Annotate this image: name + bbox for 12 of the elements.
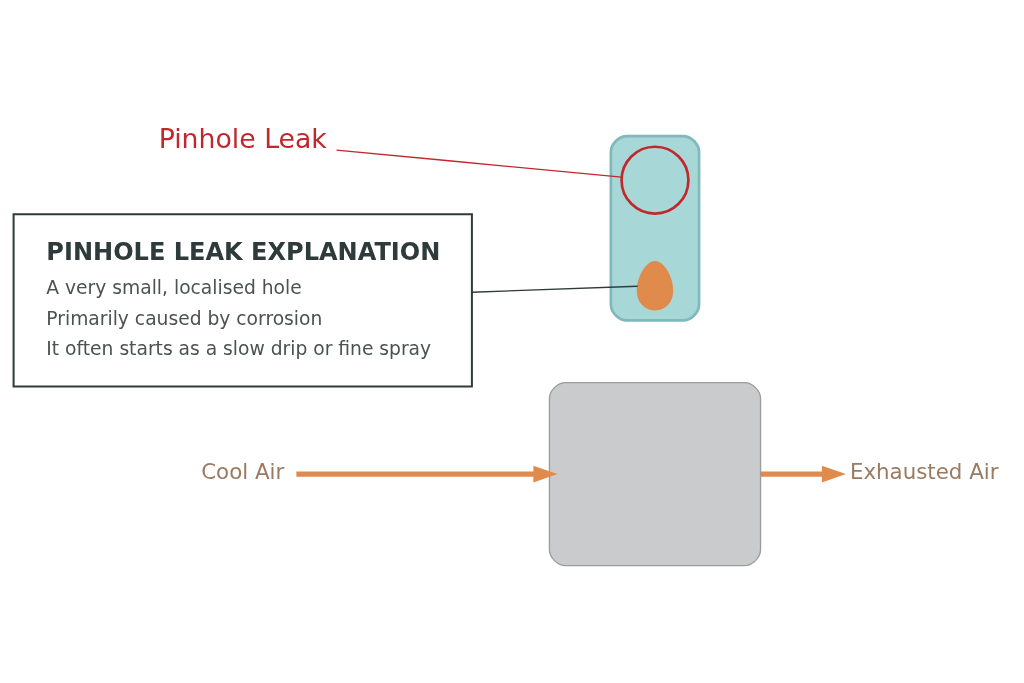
node-drop (636, 261, 674, 311)
node-box: PINHOLE LEAK EXPLANATION A very small, localised hole Primarily caused by corrosion It often starts as a slow drip or fine spray (12, 213, 473, 388)
arrow (296, 465, 558, 483)
cluster (609, 134, 701, 322)
node-text: Exhausted Air (849, 459, 999, 485)
node-text: Pinhole Leak (158, 123, 327, 155)
arrow (760, 465, 846, 483)
node-box (548, 381, 762, 567)
connector (335, 149, 623, 178)
node-circle (620, 145, 690, 215)
node-text: Cool Air (201, 459, 285, 485)
connector (471, 285, 639, 293)
